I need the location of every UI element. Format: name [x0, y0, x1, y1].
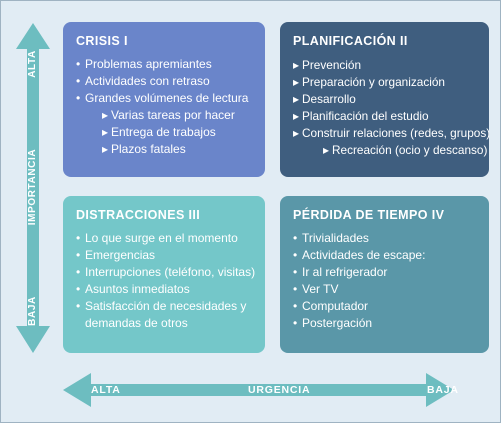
list-item: ▸Recreación (ocio y descanso)	[293, 142, 487, 159]
list-item-text: Asuntos inmediatos	[85, 282, 190, 296]
bullet-marker: •	[293, 231, 298, 245]
list-item-text: Planificación del estudio	[302, 109, 429, 123]
bullet-marker: •	[76, 91, 81, 105]
list-item-text: Trivialidades	[302, 231, 369, 245]
bullet-marker: •	[76, 248, 81, 262]
quadrant-planning: PLANIFICACIÓN II ▸Prevención▸Preparación…	[280, 22, 489, 177]
list-item-text: Lo que surge en el momento	[85, 231, 238, 245]
list-item: • Trivialidades	[293, 230, 479, 247]
list-item-text: Construir relaciones (redes, grupos)	[302, 126, 489, 140]
list-item: • Emergencias	[76, 247, 255, 264]
bullet-marker: ▸	[293, 58, 299, 72]
bullet-marker: •	[293, 265, 298, 279]
quadrant-list: •Lo que surge en el momento•Emergencias•…	[76, 230, 255, 332]
list-item: • Interrupciones (teléfono, visitas)	[76, 264, 255, 281]
list-item: ▸Desarrollo	[293, 91, 479, 108]
vertical-axis-arrow	[16, 23, 50, 353]
list-item-text: Postergación	[302, 316, 373, 330]
bullet-marker: ▸	[293, 109, 299, 123]
quadrant-distractions: DISTRACCIONES III • Lo que surge en el mo…	[63, 196, 265, 353]
quadrant-title: PLANIFICACIÓN II	[293, 34, 408, 48]
list-item: • Satisfacción de necesidades y	[76, 298, 255, 315]
bullet-marker: •	[76, 299, 81, 313]
list-item: • Postergación	[293, 315, 479, 332]
list-item-text: Emergencias	[85, 248, 156, 262]
list-item-text: Varias tareas por hacer	[111, 108, 235, 122]
quadrant-title: DISTRACCIONES III	[76, 208, 201, 222]
bullet-marker: •	[76, 282, 81, 296]
list-item-text: Recreación (ocio y descanso)	[332, 143, 488, 157]
list-item-text: Grandes volúmenes de lectura	[85, 91, 249, 105]
list-item-text: Computador	[302, 299, 369, 313]
list-item-text: Plazos fatales	[111, 142, 186, 156]
list-item-text: Interrupciones (teléfono, visitas)	[85, 265, 256, 279]
list-item-text: Actividades con retraso	[85, 74, 210, 88]
quadrant-crisis: CRISIS I • Problemas apremiantes • Activida…	[63, 22, 265, 177]
list-item: ▸Plazos fatales	[76, 141, 255, 158]
list-item: demandas de otros	[76, 315, 255, 332]
list-item: • Grandes volúmenes de lectura	[76, 90, 255, 107]
list-item: • Actividades con retraso	[76, 73, 255, 90]
bullet-marker: ▸	[293, 75, 299, 89]
quadrant-title: CRISIS I	[76, 34, 128, 48]
bullet-marker: ▸	[293, 126, 299, 140]
list-item: • Computador	[293, 298, 479, 315]
list-item-text: Satisfacción de necesidades y	[85, 299, 247, 313]
quadrant-title: PÉRDIDA DE TIEMPO IV	[293, 208, 445, 222]
list-item-text: Ver TV	[302, 282, 339, 296]
list-item: • Lo que surge en el momento	[76, 230, 255, 247]
quadrant-list: ▸Prevención▸Preparación y organización▸D…	[293, 57, 489, 159]
list-item-text: Preparación y organización	[302, 75, 445, 89]
list-item: ▸Preparación y organización	[293, 74, 479, 91]
list-item-text: Problemas apremiantes	[85, 57, 212, 71]
bullet-marker: •	[76, 231, 81, 245]
list-item-text: Entrega de trabajos	[111, 125, 216, 139]
bullet-marker: •	[293, 316, 298, 330]
urgency-axis-label: URGENCIA	[248, 384, 311, 396]
bullet-marker: •	[76, 265, 81, 279]
bullet-marker: •	[76, 74, 81, 88]
list-item-text: Desarrollo	[302, 92, 356, 106]
importance-axis-label: IMPORTANCIA	[27, 148, 38, 226]
importance-low-label: BAJA	[27, 296, 38, 326]
list-item: • Problemas apremiantes	[76, 56, 255, 73]
list-item: ▸Varias tareas por hacer	[76, 107, 255, 124]
list-item: ▸Planificación del estudio	[293, 108, 479, 125]
list-item: • Asuntos inmediatos	[76, 281, 255, 298]
list-item-text: Ir al refrigerador	[302, 265, 388, 279]
list-item-text: Actividades de escape:	[302, 248, 426, 262]
urgency-high-label: ALTA	[91, 384, 121, 396]
horizontal-axis-arrow	[63, 373, 454, 407]
quadrant-list: • Problemas apremiantes • Actividades con r…	[76, 56, 255, 158]
quadrant-time-waste: PÉRDIDA DE TIEMPO IV • Trivialidades • Acti…	[280, 196, 489, 353]
urgency-low-label: BAJA	[427, 384, 459, 396]
bullet-marker: •	[293, 248, 298, 262]
bullet-marker: ▸	[102, 108, 109, 122]
list-item: • Ver TV	[293, 281, 479, 298]
list-item: • Actividades de escape:	[293, 247, 479, 264]
bullet-marker: ▸	[102, 142, 109, 156]
list-item: ▸Entrega de trabajos	[76, 124, 255, 141]
list-item-text: Prevención	[302, 58, 362, 72]
bullet-marker: ▸	[102, 125, 109, 139]
bullet-marker: ▸	[323, 143, 329, 157]
list-item-text: demandas de otros	[85, 316, 188, 330]
importance-high-label: ALTA	[27, 50, 38, 78]
bullet-marker: •	[293, 282, 298, 296]
list-item: ▸Construir relaciones (redes, grupos)	[293, 125, 489, 142]
quadrant-list: • Trivialidades • Actividades de escape: • Ir…	[293, 230, 479, 332]
list-item: ▸Prevención	[293, 57, 479, 74]
bullet-marker: •	[76, 57, 81, 71]
bullet-marker: ▸	[293, 92, 299, 106]
list-item: • Ir al refrigerador	[293, 264, 479, 281]
bullet-marker: •	[293, 299, 298, 313]
